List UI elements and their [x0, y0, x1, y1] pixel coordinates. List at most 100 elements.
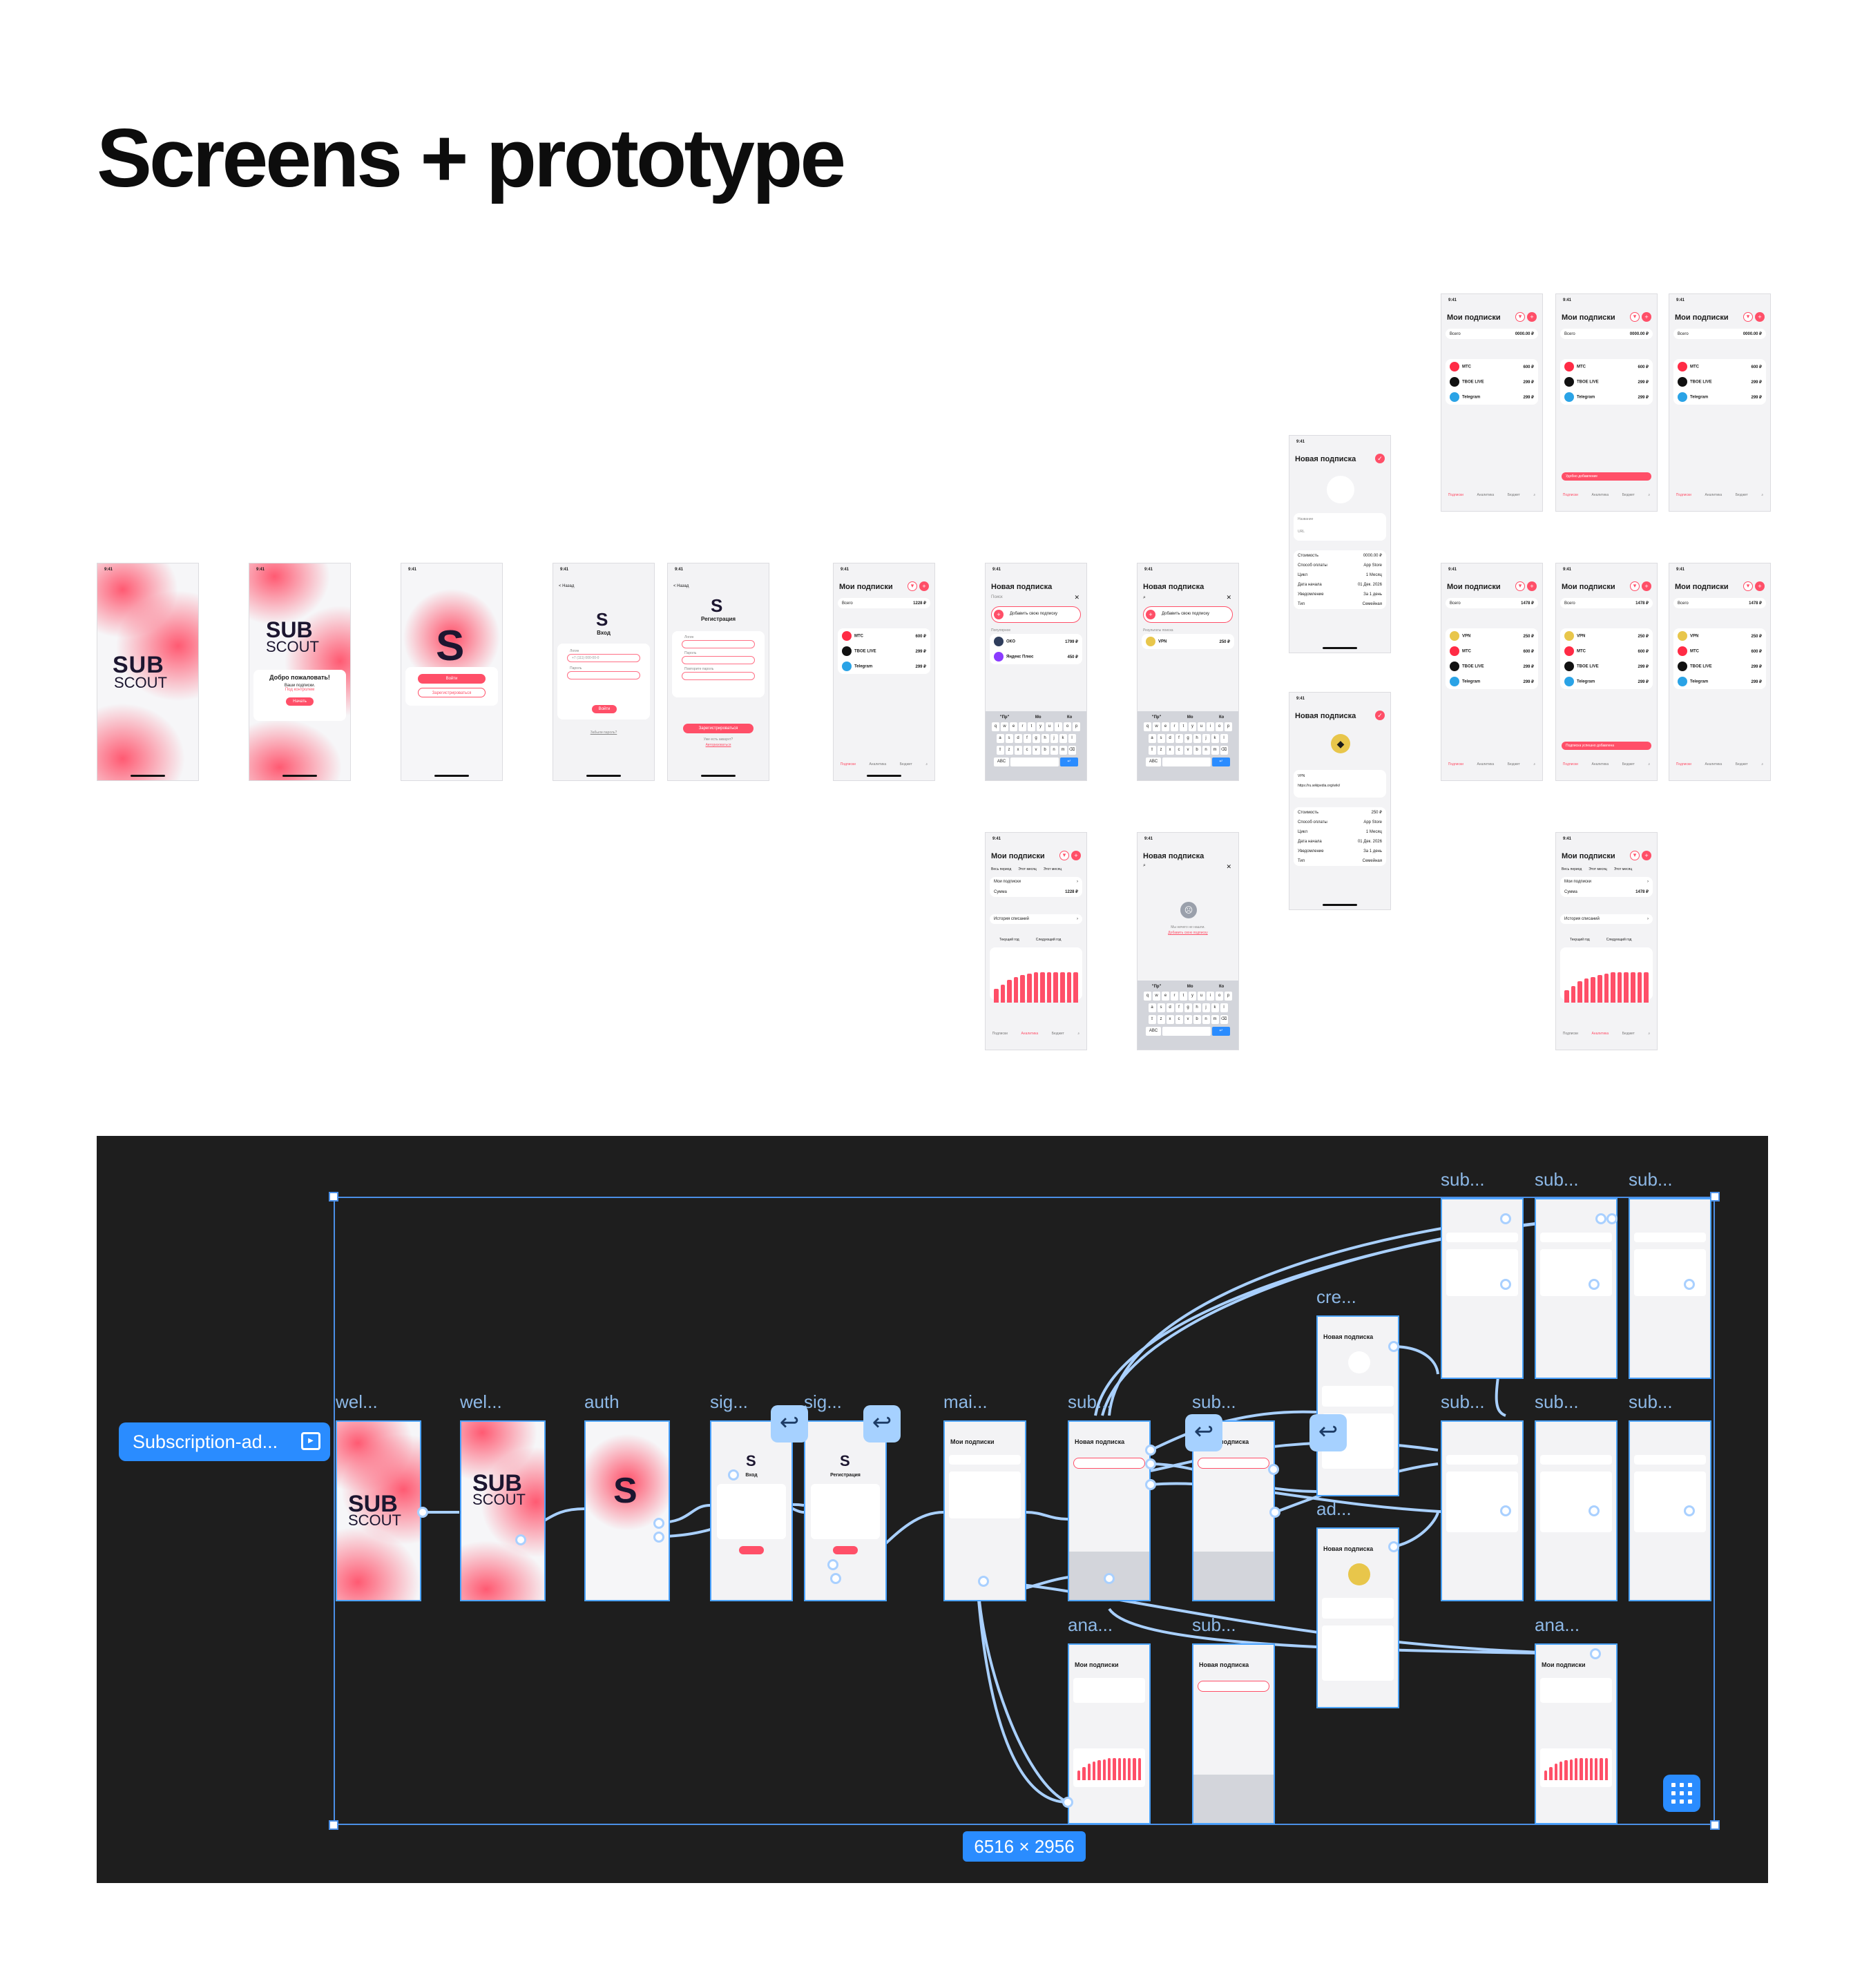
resize-handle[interactable] [329, 1820, 338, 1830]
register-button[interactable]: Зарегистрироваться [418, 688, 486, 697]
login-button[interactable]: Войти [418, 674, 486, 684]
back-link[interactable]: < Назад [673, 584, 689, 588]
filter-icon[interactable]: ▾ [1630, 312, 1640, 322]
repeat-input[interactable] [682, 672, 755, 680]
connection-node[interactable] [1595, 1213, 1606, 1224]
connection-node[interactable] [1589, 1279, 1600, 1290]
add-icon[interactable]: + [1755, 312, 1765, 322]
prototype-frame[interactable]: Новая подписка [1192, 1643, 1275, 1824]
history-card[interactable]: История списаний› [1560, 914, 1653, 924]
frame-label[interactable]: sig... [804, 1391, 842, 1412]
frame-label[interactable]: sub... [1192, 1391, 1236, 1412]
search-icon[interactable]: ⌕ [1143, 863, 1146, 868]
check-icon[interactable]: ✓ [1375, 454, 1385, 463]
back-icon[interactable]: ↩ [771, 1405, 808, 1442]
screen-new-sub[interactable]: 9:41 Новая подписка Поиск ✕ Добавить сво… [985, 563, 1087, 781]
connection-node[interactable] [1269, 1507, 1280, 1518]
frame-label[interactable]: sub... [1629, 1169, 1673, 1190]
screen-welcome[interactable]: 9:41 SUB SCOUT Добро пожаловать! Ваши по… [249, 563, 351, 781]
screen-signin[interactable]: 9:41 < Назад S Вход Логин +7 (111) 000-0… [553, 563, 655, 781]
connection-node[interactable] [1145, 1479, 1156, 1490]
connection-node[interactable] [1104, 1573, 1115, 1584]
prototype-frame[interactable] [1535, 1198, 1618, 1379]
connection-node[interactable] [417, 1507, 428, 1518]
prototype-frame[interactable]: Мои подписки [943, 1420, 1026, 1601]
back-icon[interactable]: ↩ [1185, 1414, 1222, 1451]
connection-node[interactable] [1684, 1279, 1695, 1290]
filter-icon[interactable]: ▾ [1743, 312, 1753, 322]
resize-handle[interactable] [1710, 1820, 1720, 1830]
prototype-frame[interactable]: Новая подписка [1068, 1420, 1151, 1601]
connection-node[interactable] [1500, 1213, 1511, 1224]
add-own-button[interactable]: Добавить свою подписку [1143, 606, 1233, 623]
connection-node[interactable] [653, 1532, 664, 1543]
screen-new-sub-results[interactable]: 9:41 Новая подписка ✕ ⌕ Добавить свою по… [1137, 563, 1239, 781]
add-icon[interactable]: + [1755, 581, 1765, 591]
connection-node[interactable] [653, 1518, 664, 1529]
back-icon[interactable]: ↩ [1309, 1414, 1347, 1451]
connection-node[interactable] [1145, 1458, 1156, 1469]
tab-analytics[interactable]: Аналитика [869, 762, 887, 766]
history-card[interactable]: История списаний› [990, 914, 1082, 924]
close-icon[interactable]: ✕ [1226, 863, 1231, 870]
search-icon[interactable]: ⌕ [925, 762, 928, 766]
prototype-frame[interactable]: Новая подписка [1316, 1527, 1399, 1708]
frame-label[interactable]: sub... [1629, 1391, 1673, 1412]
screen-splash[interactable]: 9:41 SUB SCOUT [97, 563, 199, 781]
frame-label[interactable]: sig... [710, 1391, 748, 1412]
connection-node[interactable] [1684, 1505, 1695, 1516]
filter-icon[interactable]: ▾ [908, 581, 917, 591]
connection-node[interactable] [728, 1469, 739, 1480]
frame-label[interactable]: wel... [460, 1391, 502, 1412]
prototype-frame[interactable] [1535, 1420, 1618, 1601]
add-own-link[interactable]: Добавить свою подписку [1168, 931, 1208, 935]
tab-budget[interactable]: Бюджет [899, 762, 912, 766]
connection-node[interactable] [1590, 1648, 1601, 1659]
resize-handle[interactable] [1710, 1192, 1720, 1202]
check-icon[interactable]: ✓ [1375, 711, 1385, 720]
frame-label[interactable]: cre... [1316, 1286, 1356, 1307]
back-link[interactable]: < Назад [559, 584, 575, 588]
frame-label[interactable]: ana... [1535, 1614, 1580, 1635]
close-icon[interactable]: ✕ [1226, 594, 1231, 601]
auth-link[interactable]: Авторизоваться [705, 743, 731, 747]
signin-button[interactable]: Войти [592, 705, 617, 713]
add-icon[interactable]: + [1642, 312, 1651, 322]
prototype-frame[interactable] [1441, 1420, 1524, 1601]
start-button[interactable]: Начать [286, 697, 314, 706]
connection-node[interactable] [978, 1576, 989, 1587]
search-input[interactable]: Поиск [991, 595, 1003, 599]
frame-label[interactable]: ad... [1316, 1498, 1352, 1519]
prototype-frame[interactable] [1629, 1198, 1711, 1379]
frame-label[interactable]: mai... [943, 1391, 988, 1412]
password-input[interactable] [567, 671, 640, 679]
